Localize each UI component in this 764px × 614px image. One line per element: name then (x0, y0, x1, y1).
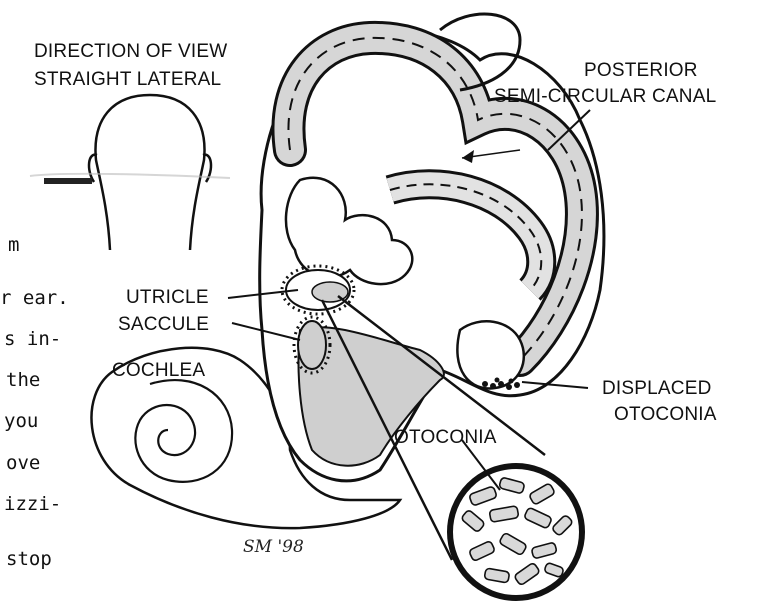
body-text-fragment: izzi- (4, 493, 61, 515)
body-text-fragment: the (6, 369, 40, 391)
direction-label-line2: STRAIGHT LATERAL (34, 69, 221, 90)
body-text-fragment: stop (6, 548, 52, 570)
body-text-fragment: ove (6, 452, 40, 474)
body-text-fragment: m (8, 234, 19, 256)
posterior-label-line1: POSTERIOR (584, 60, 698, 81)
body-text-fragment: s in- (4, 328, 61, 350)
body-text-fragment: r ear. (0, 287, 69, 309)
displaced-otoconia-label-line1: DISPLACED (602, 378, 712, 399)
saccule-label: SACCULE (118, 314, 209, 335)
body-text-fragment: you (4, 410, 38, 432)
displaced-otoconia-label-line2: OTOCONIA (614, 404, 717, 425)
utricle-label: UTRICLE (126, 287, 209, 308)
otoconia-magnified-circle (450, 466, 582, 598)
otoconia-label: OTOCONIA (394, 427, 497, 448)
cochlea-label: COCHLEA (112, 360, 205, 381)
posterior-label-line2: SEMI-CIRCULAR CANAL (494, 86, 716, 107)
direction-label-line1: DIRECTION OF VIEW (34, 41, 227, 62)
artist-signature: SM '98 (243, 537, 304, 557)
head-outline-figure (89, 95, 211, 250)
